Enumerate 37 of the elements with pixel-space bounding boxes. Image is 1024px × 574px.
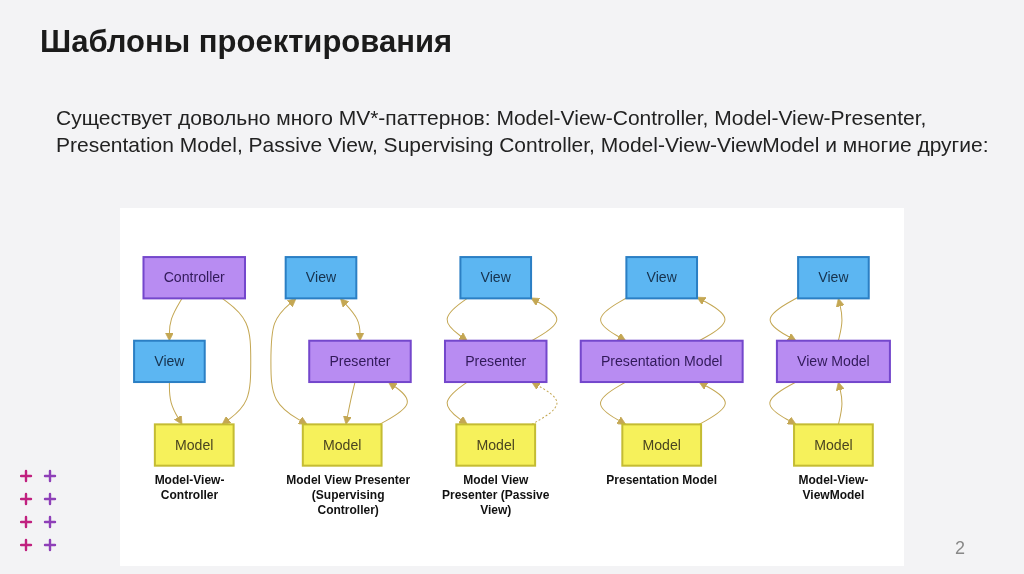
node-box: [775, 339, 891, 383]
node-box: [308, 339, 412, 383]
node-box: [625, 255, 699, 299]
arrow: [446, 297, 468, 341]
node-box: [444, 339, 548, 383]
node-box: [301, 422, 383, 467]
node-box: [284, 255, 358, 299]
arrow: [531, 381, 558, 425]
arrow: [379, 381, 408, 425]
arrow: [696, 296, 726, 341]
arrow: [835, 297, 845, 341]
diagram-caption: Presentation Model: [606, 473, 718, 489]
description-text: Существует довольно много MV*-паттернов: Model-View-Controller, Model-View-Presenter, Presentation Model, Passive View, Supervising Controller, Model-View-ViewModel и многие другие:: [56, 105, 990, 158]
arrow: [270, 297, 308, 425]
node-box: [621, 422, 703, 467]
node-box: [133, 339, 206, 383]
node-box: [142, 255, 246, 299]
node-box: [793, 422, 874, 467]
arrow: [600, 297, 627, 341]
node-box: [797, 255, 870, 299]
node-box: [455, 422, 537, 467]
diagram-caption: Model View Presenter (Passive View): [441, 473, 551, 519]
slide-title: Шаблоны проектирования: [40, 24, 453, 60]
node-box: [459, 255, 533, 299]
diagram-caption: Model View Presenter (Supervising Controller): [285, 473, 412, 519]
node-box: [153, 422, 235, 467]
node-box: [579, 339, 744, 383]
arrow: [769, 381, 797, 425]
diagram-caption: Model-View-ViewModel: [797, 473, 870, 504]
arrow: [769, 296, 799, 341]
arrow: [340, 297, 365, 341]
page-number: 2: [955, 538, 965, 559]
arrow: [164, 297, 183, 341]
arrow: [530, 297, 558, 341]
arrow: [698, 381, 726, 425]
arrow: [600, 381, 627, 425]
diagram-caption: Model-View-Controller: [153, 473, 226, 504]
